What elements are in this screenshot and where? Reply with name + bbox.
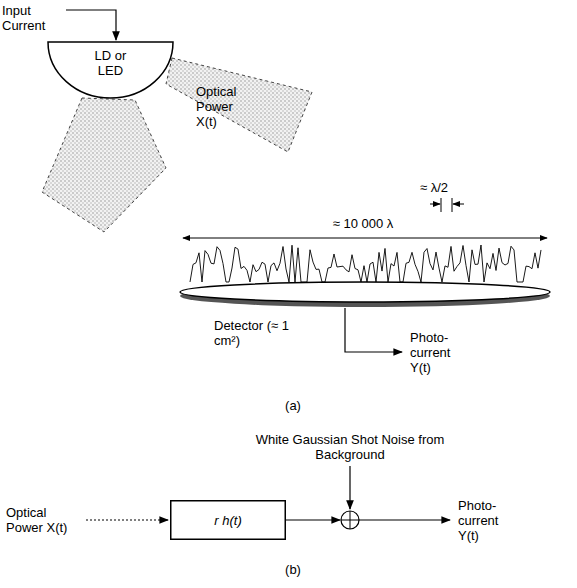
output-arrow bbox=[345, 308, 402, 352]
speckle-pattern bbox=[190, 245, 541, 282]
signal-label: Optical Power X(t) bbox=[196, 84, 248, 129]
light-beam bbox=[42, 98, 166, 232]
light-source: LD or LED bbox=[48, 42, 173, 98]
dimension-arrow bbox=[430, 204, 440, 205]
node-text: r h(t) bbox=[178, 513, 278, 528]
dimension-label: ≈ λ/2 bbox=[420, 180, 480, 195]
noise-arrow bbox=[349, 466, 350, 509]
input-arrow bbox=[86, 519, 168, 520]
panel-label: (a) bbox=[278, 398, 308, 413]
node-text: LD or LED bbox=[81, 48, 141, 78]
light-beam bbox=[166, 58, 312, 152]
signal-label: Photo- current Y(t) bbox=[458, 498, 518, 543]
panel-label: (b) bbox=[278, 562, 308, 577]
dimension-tick bbox=[441, 198, 442, 212]
width-dimension bbox=[183, 238, 547, 239]
signal-arrow bbox=[286, 519, 340, 520]
summing-junction bbox=[341, 511, 359, 529]
speckle-pattern bbox=[190, 245, 541, 282]
signal-label: Input Current bbox=[2, 3, 60, 33]
process-box: r h(t) bbox=[170, 500, 286, 540]
dimension-tick bbox=[452, 198, 453, 212]
signal-label: White Gaussian Shot Noise from Backgroun… bbox=[250, 432, 450, 462]
detector-disk bbox=[180, 282, 550, 302]
dimension-label: ≈ 10 000 λ bbox=[318, 216, 408, 231]
input-arrow bbox=[66, 10, 116, 40]
signal-label: Optical Power X(t) bbox=[6, 505, 84, 535]
signal-label: Detector (≈ 1 cm²) bbox=[214, 318, 294, 348]
output-arrow bbox=[359, 519, 450, 520]
summing-junction bbox=[350, 511, 351, 529]
signal-label: Photo- current Y(t) bbox=[410, 330, 470, 375]
dimension-arrow bbox=[453, 204, 464, 205]
